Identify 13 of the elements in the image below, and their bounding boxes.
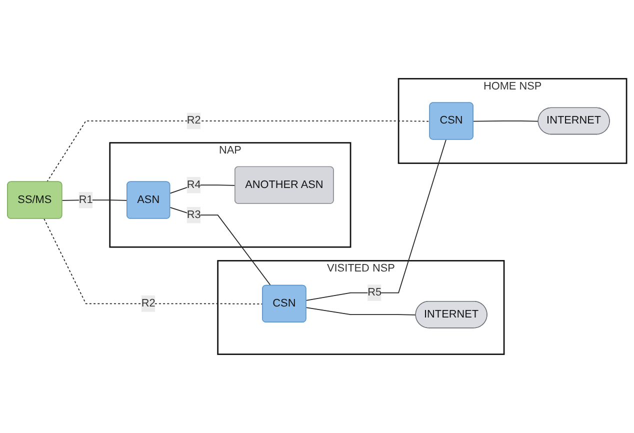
connector (306, 139, 446, 301)
edge-label: R1 (78, 194, 93, 206)
edge-label: R2 (141, 298, 156, 310)
connector (170, 184, 236, 194)
edge-label: R4 (186, 178, 201, 191)
connector (170, 207, 272, 286)
connector (62, 200, 128, 201)
connector (472, 120, 539, 122)
connector (306, 307, 416, 316)
edge-label: R3 (186, 208, 201, 221)
connector (46, 120, 430, 182)
edge-label: R2 (186, 114, 201, 126)
edge-label: R5 (368, 286, 382, 298)
